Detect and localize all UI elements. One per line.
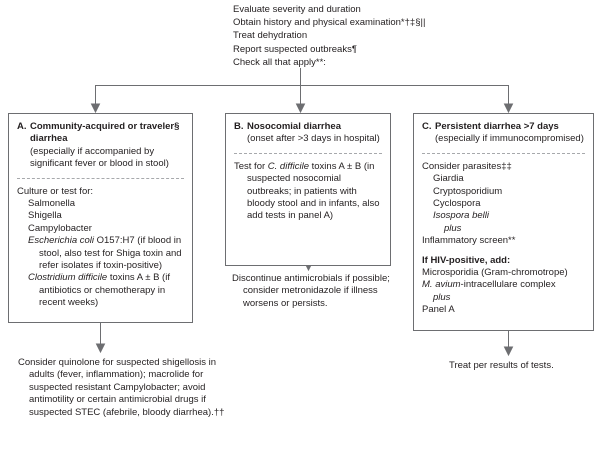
panel-a-title: A. Community-acquired or traveler§ diarr… bbox=[17, 121, 184, 146]
panel-c-letter: C. bbox=[422, 121, 432, 132]
outcome-c-text: Treat per results of tests. bbox=[449, 360, 554, 371]
panel-c-parasite-cyclospora: Cyclospora bbox=[433, 198, 481, 210]
panel-a-item-cdiff-species: Clostridium difficile bbox=[28, 272, 108, 284]
panel-a-item-ecoli-species: Escherichia coli bbox=[28, 235, 94, 247]
panel-c-title: C. Persistent diarrhea >7 days bbox=[422, 121, 585, 133]
panel-a-item-salmonella: Salmonella bbox=[28, 198, 75, 210]
panel-b-title: B. Nosocomial diarrhea bbox=[234, 121, 382, 133]
header-line-3: Treat dehydration bbox=[233, 30, 308, 42]
panel-a-intro: Culture or test for: bbox=[17, 185, 94, 197]
panel-b-title-text: Nosocomial diarrhea bbox=[247, 121, 341, 132]
panel-a-community-acquired: A. Community-acquired or traveler§ diarr… bbox=[8, 113, 193, 323]
panel-b-subtitle: (onset after >3 days in hospital) bbox=[247, 133, 380, 145]
panel-c-parasite-giardia: Giardia bbox=[433, 173, 464, 185]
panel-a-divider bbox=[17, 177, 184, 179]
panel-b-body-organism: C. difficile bbox=[267, 160, 309, 172]
arrowhead-a bbox=[90, 103, 101, 114]
panel-c-hiv-mavium-species: M. avium bbox=[422, 279, 461, 291]
header-instructions: Evaluate severity and duration Obtain hi… bbox=[233, 3, 533, 69]
panel-c-inflammatory-screen: Inflammatory screen** bbox=[422, 235, 516, 247]
panel-c-intro: Consider parasites‡‡ bbox=[422, 160, 512, 172]
panel-c-hiv-mavium: M. avium-intracellulare complex bbox=[422, 279, 585, 291]
panel-c-persistent: C. Persistent diarrhea >7 days (especial… bbox=[413, 113, 594, 331]
panel-b-letter: B. bbox=[234, 121, 244, 132]
panel-b-divider bbox=[234, 152, 382, 154]
panel-a-item-campylobacter: Campylobacter bbox=[28, 222, 92, 234]
panel-b-body: Test for C. difficile toxins A ± B (in s… bbox=[234, 161, 382, 223]
arrowhead-b bbox=[295, 103, 306, 114]
outcome-b-text: Discontinue antimicrobials if possible; … bbox=[232, 273, 390, 309]
panel-c-hiv-mavium-rest: -intracellulare complex bbox=[460, 279, 556, 291]
panel-c-plus-2: plus bbox=[433, 291, 451, 303]
panel-c-title-text: Persistent diarrhea >7 days bbox=[435, 121, 559, 132]
outcome-a-text: Consider quinolone for suspected shigell… bbox=[18, 357, 225, 418]
panel-a-letter: A. bbox=[17, 121, 27, 132]
header-line-5: Check all that apply**: bbox=[233, 56, 326, 68]
arrowhead-outcome-c bbox=[503, 346, 514, 357]
panel-c-subtitle: (especially if immunocompromised) bbox=[435, 133, 584, 145]
header-line-4: Report suspected outbreaks¶ bbox=[233, 43, 357, 55]
panel-a-item-ecoli-rest: O157:H7 (if blood in stool, also test fo… bbox=[39, 235, 182, 272]
panel-a-title-text: Community-acquired or traveler§ diarrhea bbox=[30, 121, 180, 145]
panel-a-subtitle: (especially if accompanied by significan… bbox=[30, 145, 169, 170]
arrowhead-c bbox=[503, 103, 514, 114]
header-line-2: Obtain history and physical examination*… bbox=[233, 17, 426, 29]
header-line-1: Evaluate severity and duration bbox=[233, 4, 361, 15]
panel-a-item-cdiff: Clostridium difficile toxins A ± B (if a… bbox=[17, 272, 184, 309]
panel-b-body-lead: Test for bbox=[234, 160, 268, 172]
panel-a-item-shigella: Shigella bbox=[28, 210, 62, 222]
panel-a-item-ecoli: Escherichia coli O157:H7 (if blood in st… bbox=[17, 235, 184, 272]
panel-c-panel-a-ref: Panel A bbox=[422, 304, 455, 316]
arrowhead-outcome-a bbox=[95, 343, 106, 354]
panel-c-divider bbox=[422, 152, 585, 154]
panel-b-body-rest: toxins A ± B (in suspected nosocomial ou… bbox=[247, 160, 380, 222]
panel-b-nosocomial: B. Nosocomial diarrhea (onset after >3 d… bbox=[225, 113, 391, 266]
panel-a-item-cdiff-rest: toxins A ± B (if antibiotics or chemothe… bbox=[39, 272, 170, 309]
panel-c-hiv-heading: If HIV-positive, add: bbox=[422, 254, 511, 266]
panel-c-hiv-microsporidia: Microsporidia (Gram-chromotrope) bbox=[422, 267, 568, 279]
panel-c-parasite-isospora: Isospora belli bbox=[433, 210, 489, 222]
panel-c-parasite-cryptosporidium: Cryptosporidium bbox=[433, 185, 503, 197]
panel-c-spacer bbox=[422, 248, 585, 255]
panel-c-plus-1: plus bbox=[444, 222, 462, 234]
